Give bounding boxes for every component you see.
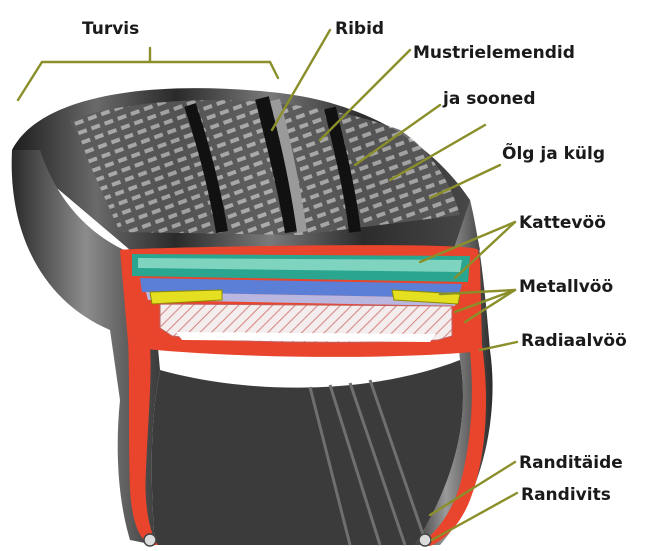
label-ribs: Ribid bbox=[335, 19, 384, 39]
label-tread-elements-line2: ja sooned bbox=[442, 89, 536, 109]
label-cap-ply: Kattevöö bbox=[519, 213, 606, 233]
label-radial-ply: Radiaalvöö bbox=[521, 331, 627, 351]
left-bead-wire bbox=[144, 534, 156, 546]
label-bead-filler: Randitäide bbox=[519, 453, 623, 473]
label-shoulder-sidewall: Õlg ja külg bbox=[502, 141, 605, 164]
label-bead-wire: Randivits bbox=[521, 485, 611, 505]
label-steel-belt: Metallvöö bbox=[519, 277, 613, 297]
label-tread-elements-line1: Mustrielemendid bbox=[413, 43, 575, 63]
label-tread: Turvis bbox=[82, 19, 139, 39]
right-bead-wire bbox=[419, 534, 431, 546]
